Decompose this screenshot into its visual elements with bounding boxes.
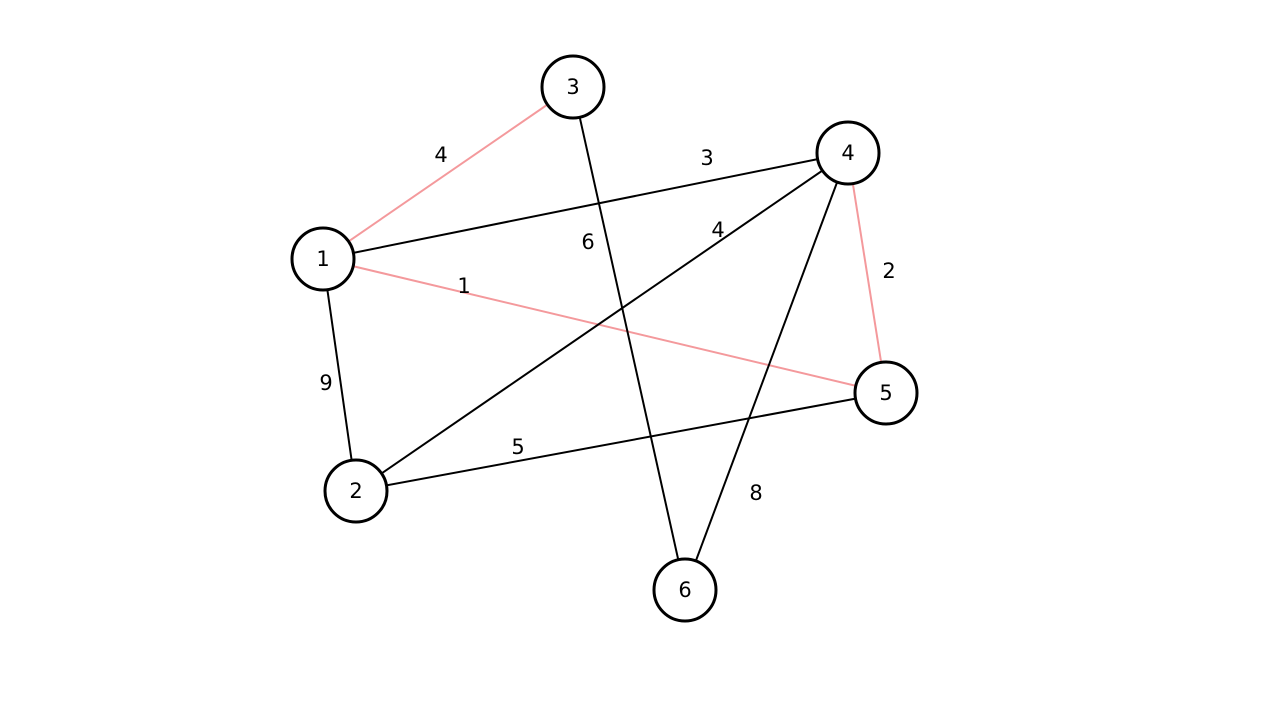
edge-weight-4-5: 2 [882, 259, 895, 283]
node-4-circle [815, 120, 881, 186]
edges-layer [322, 86, 887, 591]
node-1: 1 [290, 226, 356, 292]
edge-weight-3-6: 6 [581, 230, 594, 254]
node-3-circle [540, 54, 606, 120]
edge-labels-layer: 4 3 1 9 6 4 2 8 5 [319, 143, 895, 505]
node-1-circle [290, 226, 356, 292]
node-3: 3 [540, 54, 606, 120]
node-1-label: 1 [316, 247, 329, 271]
node-6: 6 [652, 557, 718, 623]
node-5-label: 5 [879, 381, 892, 405]
node-5: 5 [853, 360, 919, 426]
edge-weight-4-2: 4 [711, 218, 724, 242]
edge-1-3 [322, 86, 574, 260]
node-4-label: 4 [841, 141, 854, 165]
edge-1-2 [322, 258, 357, 492]
edge-4-6 [684, 152, 849, 591]
nodes-layer: 1 2 3 4 5 6 [290, 54, 919, 623]
edge-1-5 [322, 258, 887, 394]
edge-1-4 [322, 152, 849, 260]
node-2: 2 [323, 458, 389, 524]
edge-weight-4-6: 8 [749, 481, 762, 505]
edge-weight-1-4: 3 [700, 146, 713, 170]
node-4: 4 [815, 120, 881, 186]
edge-4-2 [355, 152, 849, 492]
node-2-circle [323, 458, 389, 524]
node-6-circle [652, 557, 718, 623]
node-5-circle [853, 360, 919, 426]
edge-2-5 [355, 392, 887, 492]
edge-3-6 [572, 86, 686, 591]
node-3-label: 3 [566, 75, 579, 99]
node-6-label: 6 [678, 578, 691, 602]
edge-4-5 [847, 152, 887, 394]
edge-weight-2-5: 5 [511, 435, 524, 459]
edge-weight-1-3: 4 [434, 143, 447, 167]
edge-weight-1-2: 9 [319, 371, 332, 395]
edge-weight-1-5: 1 [457, 274, 470, 298]
node-2-label: 2 [349, 479, 362, 503]
